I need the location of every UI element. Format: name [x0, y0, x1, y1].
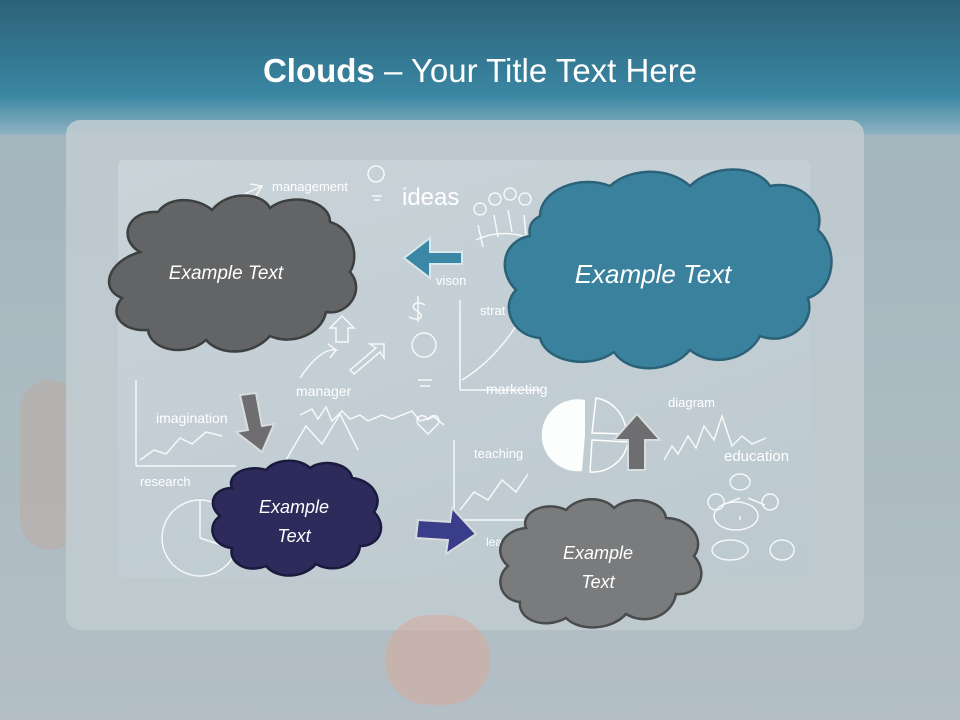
cloud-dark-gray: [107, 194, 358, 353]
cloud-label-navy[interactable]: Example Text: [258, 497, 330, 546]
title-bar: [0, 0, 960, 135]
cloud-blue: [503, 168, 833, 370]
cloud-navy: [211, 459, 383, 577]
title-rest: – Your Title Text Here: [374, 52, 698, 89]
arrow-down-gray: [233, 391, 276, 454]
cloud-label-gray-small[interactable]: Example Text: [562, 543, 634, 592]
word-teaching: teaching: [474, 446, 523, 461]
doodle-dollar: [408, 296, 426, 322]
doodle-chart-2: [285, 412, 359, 461]
doodle-wave-2: [663, 413, 767, 461]
cloud-label-gray-large[interactable]: Example Text: [168, 263, 284, 284]
title-bold: Clouds: [262, 52, 375, 89]
background-doodles: management ideas vison strat manager mar…: [135, 165, 795, 577]
doodle-axes-1: [135, 380, 236, 467]
doodle-arrow-3: [348, 343, 385, 376]
background-thumb: [385, 615, 490, 705]
word-diagram: diagram: [668, 395, 715, 410]
arrow-right-navy: [414, 505, 478, 557]
doodle-heart: [416, 414, 440, 436]
word-management: management: [272, 179, 348, 194]
doodle-bulb: [367, 165, 385, 201]
word-education: education: [724, 448, 789, 465]
slide-title[interactable]: Clouds – Your Title Text Here: [0, 52, 960, 90]
doodle-bulb-2: [411, 332, 437, 387]
doodle-network: [707, 473, 795, 561]
background-pie-chart: [541, 397, 629, 473]
doodle-arrow-4: [328, 314, 356, 343]
word-marketing: marketing: [486, 381, 547, 397]
word-manager: manager: [296, 383, 352, 399]
arrow-left-blue: [402, 235, 463, 281]
word-strategy: strat: [480, 303, 506, 318]
word-vison: vison: [436, 273, 466, 288]
word-ideas: ideas: [402, 184, 459, 211]
word-research: research: [140, 474, 191, 489]
doodle-people: [473, 187, 532, 248]
cloud-mid-gray: [498, 498, 703, 629]
doodle-arrow-2: [299, 343, 339, 379]
cloud-label-blue[interactable]: Example Text: [574, 259, 732, 289]
arrow-up-gray: [611, 412, 663, 471]
word-imagination: imagination: [156, 410, 228, 426]
